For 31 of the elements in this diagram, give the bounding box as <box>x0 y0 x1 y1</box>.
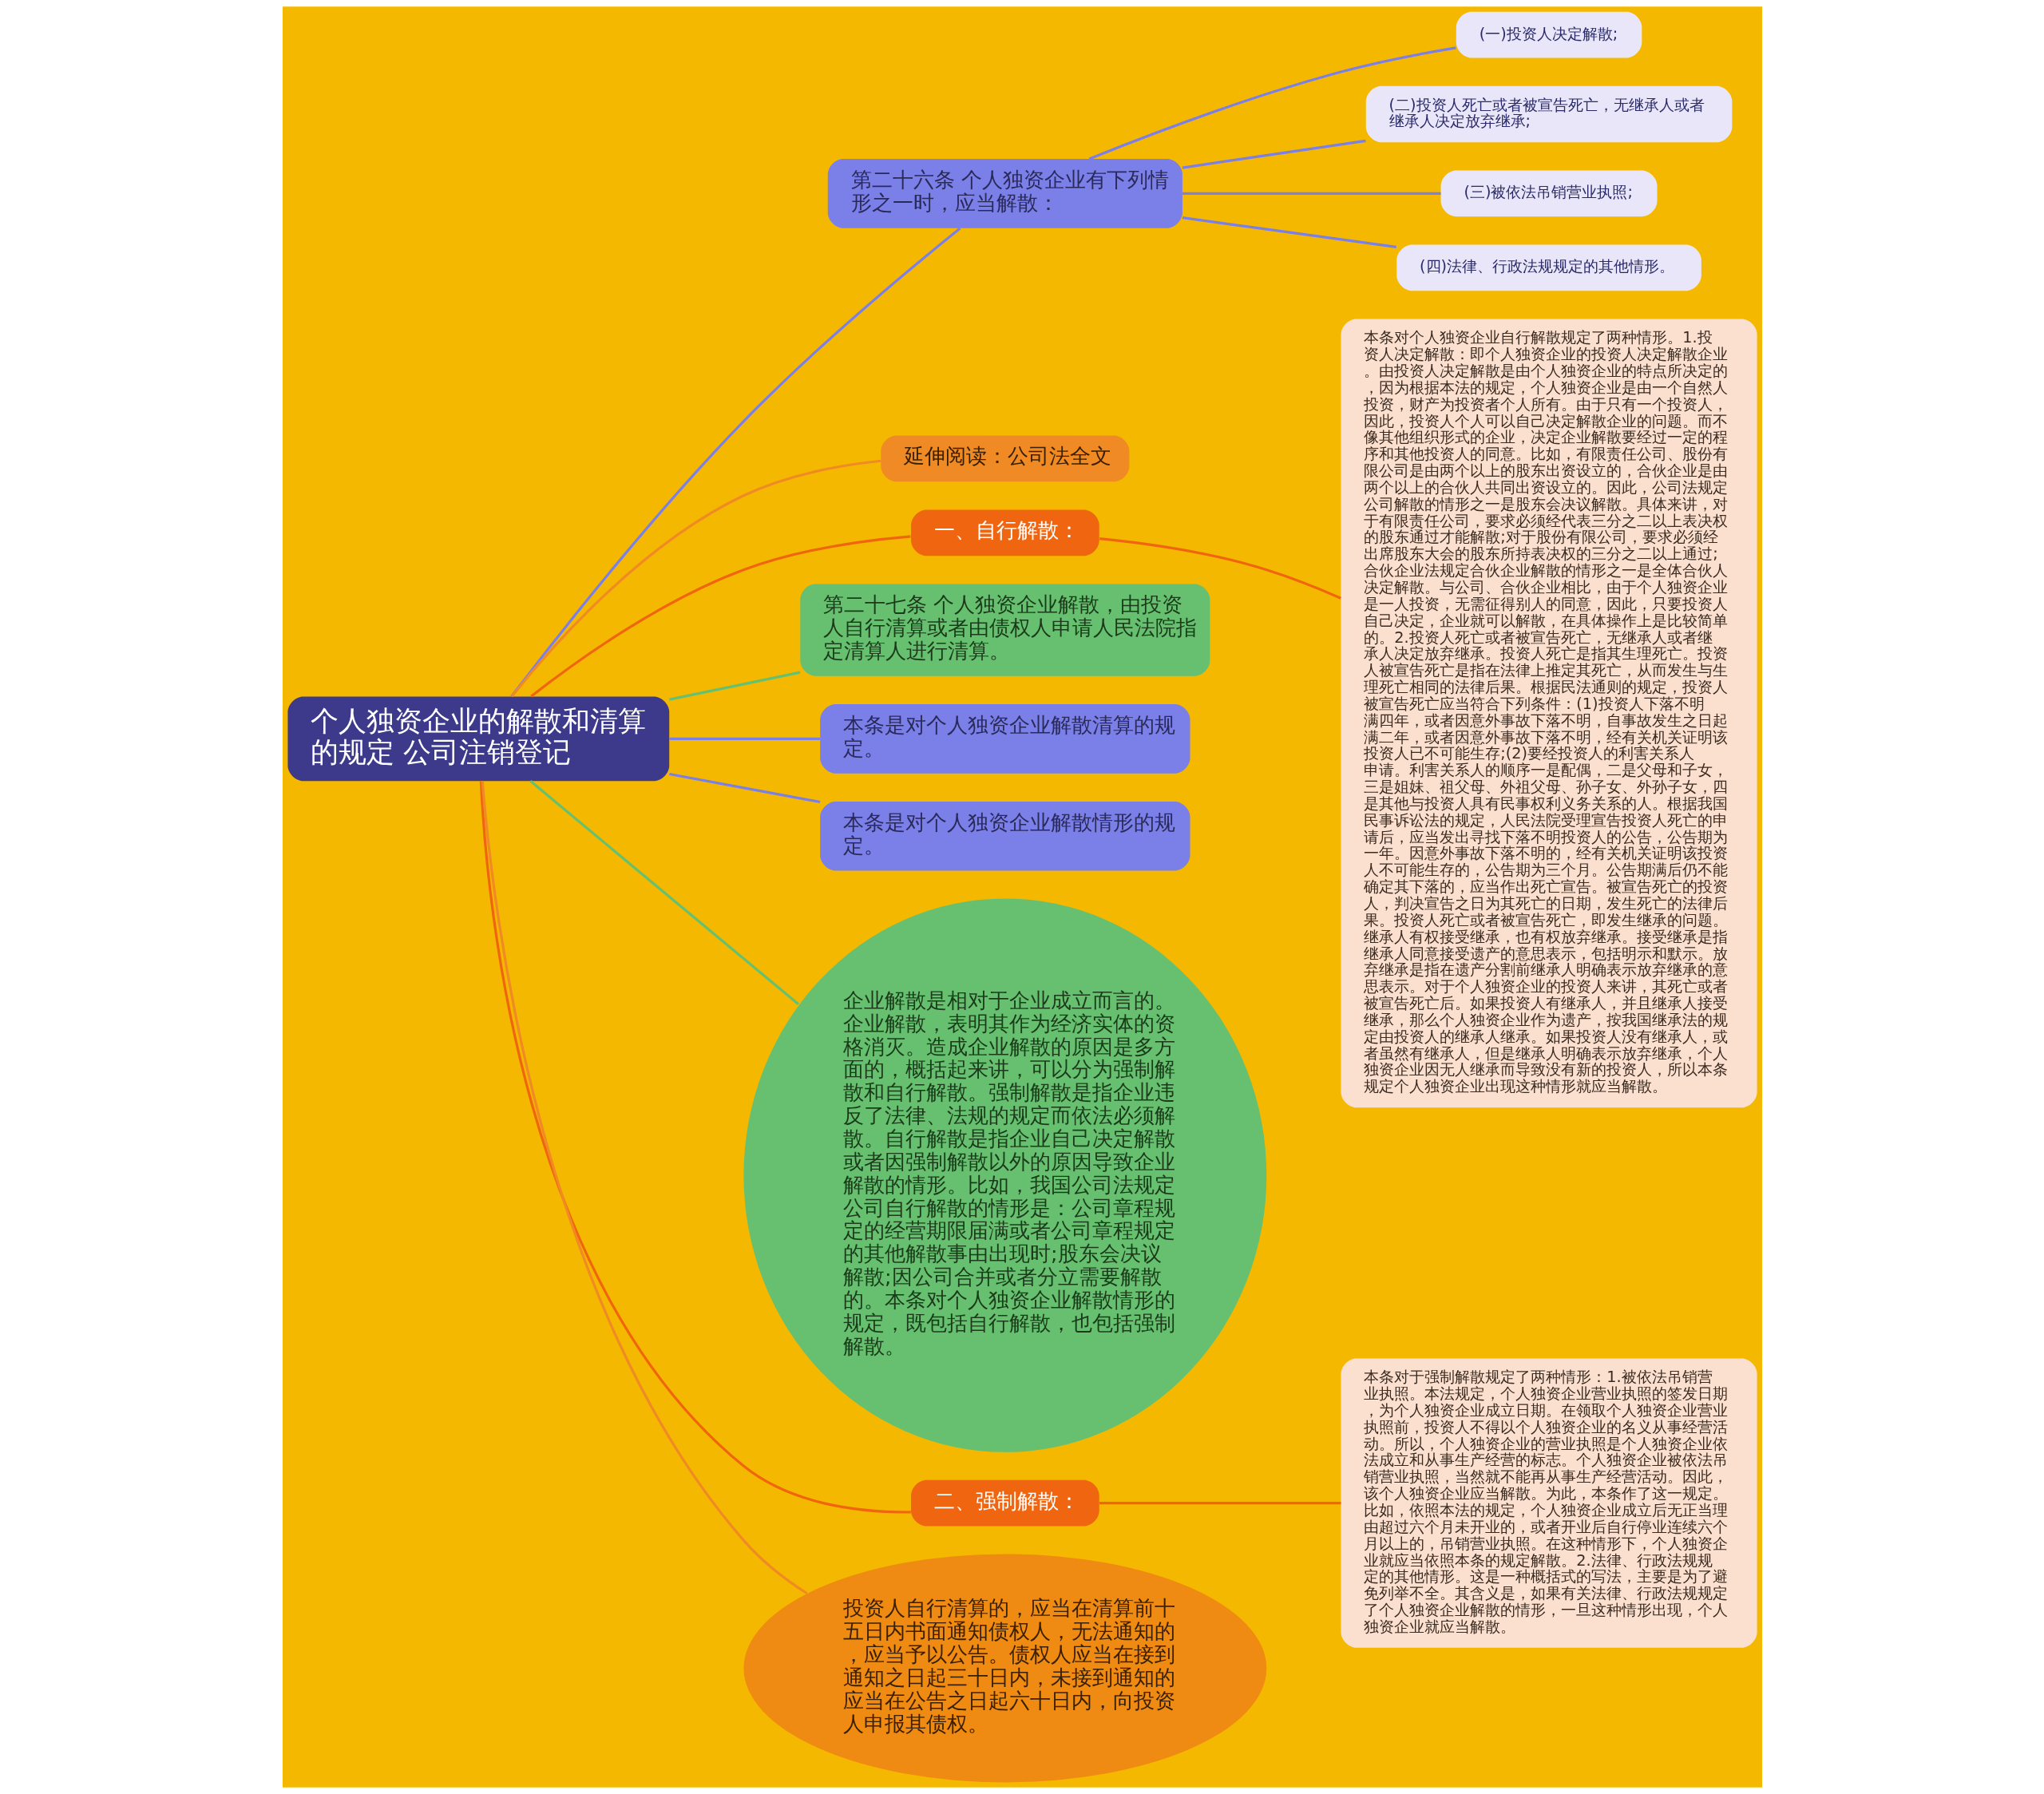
node-box: (一)投资人决定解散; <box>1456 11 1642 58</box>
connector <box>1088 46 1456 160</box>
node-box: 本条是对个人独资企业解散情形的规定。 <box>819 801 1190 871</box>
connector <box>509 227 961 698</box>
node-box: (二)投资人死亡或者被宣告死亡，无继承人或者继承人决定放弃继承; <box>1365 85 1732 143</box>
connector <box>1099 537 1341 600</box>
connector <box>668 772 820 804</box>
node-box: 本条对于强制解散规定了两种情形：1.被依法吊销营业执照。本法规定，个人独资企业营业执照的签发日期，为个人独资企业成立日期。在领取个人独资企业营业执照前，投资人不得以个人独资企业的名义从事经营活动。所以，个人独资企业的营业执照是个人独资企业依法成立和从事生产经营的标志。个人独资企业被依法吊销营业执照，当然就不能再从事生产经营活动。因此，该个人独资企业应当解散。为此，本条作了这一规定。比如，依照本法的规定，个人独资企业成立后无正当理由超过六个月未开业的，或者开业后自行停业连续六个月以上的，吊销营业执照。在这种情形下，个人独资企业就应当依照本条的规定解散。2.法律、行政法规规定的其他情形。这是一种概括式的写法，主要是为了避免列举不全。其含义是，如果有关法律、行政法规规定了个人独资企业解散的情形，一旦这种情形出现，个人独资企业就应当解散。 <box>1341 1358 1757 1648</box>
connector <box>1182 139 1366 169</box>
node-box: 延伸阅读：公司法全文 <box>880 435 1129 482</box>
node-box: 个人独资企业的解散和清算的规定 公司注销登记 <box>287 696 669 782</box>
connector <box>510 459 881 698</box>
connector <box>481 781 808 1595</box>
connector <box>1099 1502 1341 1505</box>
connector <box>1182 216 1396 248</box>
node-box: (四)法律、行政法规规定的其他情形。 <box>1396 244 1701 291</box>
node-box: 二、强制解散： <box>910 1479 1099 1527</box>
connector <box>479 781 911 1514</box>
node-box: 第二十七条 个人独资企业解散，由投资人自行清算或者由债权人申请人民法院指定清算人进行清算。 <box>799 584 1210 676</box>
connector <box>529 780 799 1006</box>
node-box: (三)被依法吊销营业执照; <box>1440 170 1658 217</box>
node-box: 一、自行解散： <box>910 509 1099 556</box>
node-box: 第二十六条 个人独资企业有下列情形之一时，应当解散： <box>827 159 1182 228</box>
node-box: 本条对个人独资企业自行解散规定了两种情形。1.投资人决定解散：即个人独资企业的投资人决定解散企业。由投资人决定解散是由个人独资企业的特点所决定的，因为根据本法的规定，个人独资企业是由一个自然人投资，财产为投资者个人所有。由于只有一个投资人，因此，投资人个人可以自己决定解散企业的问题。而不像其他组织形式的企业，决定企业解散要经过一定的程序和其他投资人的同意。比如，有限责任公司、股份有限公司是由两个以上的股东出资设立的，合伙企业是由两个以上的合伙人共同出资设立的。因此，公司法规定公司解散的情形之一是股东会决议解散。具体来讲，对于有限责任公司，要求必须经代表三分之二以上表决权的股东通过才能解散;对于股份有限公司，要求必须经出席股东大会的股东所持表决权的三分之二以上通过;合伙企业法规定合伙企业解散的情形之一是全体合伙人决定解散。与公司、合伙企业相比，由于个人独资企业是一人投资，无需征得别人的同意，因此，只要投资人自己决定，企业就可以解散，在具体操作上是比较简单的。2.投资人死亡或者被宣告死亡，无继承人或者继承人决定放弃继承。投资人死亡是指其生理死亡。投资人被宣告死亡是指在法律上推定其死亡，从而发生与生理死亡相同的法律后果。根据民法通则的规定，投资人被宣告死亡应当符合下列条件：(1)投资人下落不明满四年，或者因意外事故下落不明，自事故发生之日起满二年，或者因意外事故下落不明，经有关机关证明该投资人已不可能生存;(2)要经投资人的利害关系人申请。利害关系人的顺序一是配偶，二是父母和子女，三是姐妹、祖父母、外祖父母、孙子女、外孙子女，四是其他与投资人具有民事权利义务关系的人。根据我国民事诉讼法的规定，人民法院受理宣告投资人死亡的申请后，应当发出寻找下落不明投资人的公告，公告期为一年。因意外事故下落不明的，经有关机关证明该投资人不可能生存的，公告期为三个月。公告期满后仍不能确定其下落的，应当作出死亡宣告。被宣告死亡的投资人，判决宣告之日为其死亡的日期，发生死亡的法律后果。投资人死亡或者被宣告死亡，即发生继承的问题。继承人有权接受继承，也有权放弃继承。接受继承是指继承人同意接受遗产的意思表示，包括明示和默示。放弃继承是指在遗产分割前继承人明确表示放弃继承的意思表示。对于个人独资企业的投资人来讲，其死亡或者被宣告死亡后。如果投资人有继承人，并且继承人接受继承，那么个人独资企业作为遗产，按我国继承法的规定由投资人的继承人继承。如果投资人没有继承人，或者虽然有继承人，但是继承人明确表示放弃继承，个人独资企业因无人继承而导致没有新的投资人，所以本条规定个人独资企业出现这种情形就应当解散。 <box>1341 319 1757 1108</box>
node-ellipse: 投资人自行清算的，应当在清算前十五日内书面通知债权人，无法通知的，应当予以公告。债权人应当在接到通知之日起三十日内，未接到通知的应当在公告之日起六十日内，向投资人申报其债权。 <box>743 1554 1266 1783</box>
connector <box>668 671 800 701</box>
connector <box>529 535 910 698</box>
connector <box>668 737 820 740</box>
connector <box>1182 192 1440 195</box>
node-box: 本条是对个人独资企业解散清算的规定。 <box>819 704 1190 774</box>
node-circle: 企业解散是相对于企业成立而言的。企业解散，表明其作为经济实体的资格消灭。造成企业解散的原因是多方面的，概括起来讲，可以分为强制解散和自行解散。强制解散是指企业违反了法律、法规的规定而依法必须解散。自行解散是指企业自己决定解散或者因强制解散以外的原因导致企业解散的情形。比如，我国公司法规定公司自行解散的情形是：公司章程规定的经营期限届满或者公司章程规定的其他解散事由出现时;股东会决议解散;因公司合并或者分立需要解散的。本条对个人独资企业解散情形的规定，既包括自行解散，也包括强制解散。 <box>743 898 1266 1452</box>
